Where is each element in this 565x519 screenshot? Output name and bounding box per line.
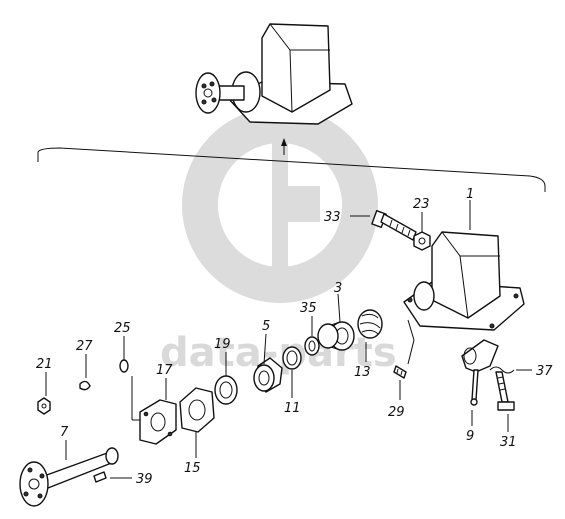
part-5-bearing xyxy=(253,357,283,393)
label-part-31: 31 xyxy=(500,435,517,450)
part-17-flange xyxy=(139,399,177,445)
assembly-arrow xyxy=(281,138,287,155)
label-part-39: 39 xyxy=(136,472,153,487)
label-part-9: 9 xyxy=(466,429,474,444)
label-part-19: 19 xyxy=(214,337,231,352)
label-part-23: 23 xyxy=(413,197,430,212)
label-part-29: 29 xyxy=(388,405,405,420)
part-21-nut xyxy=(37,397,51,415)
label-part-21: 21 xyxy=(36,357,53,372)
part-7-shaft xyxy=(19,447,119,507)
leader-lines xyxy=(45,200,532,479)
part-39-key xyxy=(93,471,107,483)
label-part-7: 7 xyxy=(60,425,69,440)
part-35-ring xyxy=(304,336,320,356)
part-37-pin xyxy=(489,366,515,374)
label-part-13: 13 xyxy=(354,365,371,380)
label-part-5: 5 xyxy=(262,319,270,334)
part-23-nut xyxy=(413,231,431,251)
label-part-37: 37 xyxy=(536,364,553,379)
part-11-ring xyxy=(282,346,302,370)
label-part-1: 1 xyxy=(466,187,474,202)
part-31-bolt xyxy=(495,371,515,411)
part-33-bolt xyxy=(371,210,417,241)
label-part-35: 35 xyxy=(300,301,317,316)
part-27-clip xyxy=(79,380,91,391)
part-9-lever xyxy=(461,339,499,406)
part-1-housing xyxy=(403,231,525,331)
label-part-15: 15 xyxy=(184,461,201,476)
label-part-17: 17 xyxy=(156,363,173,378)
label-part-33: 33 xyxy=(324,210,341,225)
part-15-gasket xyxy=(179,387,215,433)
label-part-3: 3 xyxy=(334,281,342,296)
label-part-27: 27 xyxy=(76,339,93,354)
part-13-spring xyxy=(357,309,383,339)
group-bracket xyxy=(37,147,546,192)
part-3-bushing xyxy=(317,321,355,351)
part-25-washer xyxy=(119,359,129,373)
part-29-screw xyxy=(393,365,407,379)
label-part-25: 25 xyxy=(114,321,131,336)
watermark-logo xyxy=(182,107,378,303)
label-part-11: 11 xyxy=(284,401,301,416)
assembled-housing-overview xyxy=(195,23,353,125)
part-19-ring xyxy=(214,375,238,405)
